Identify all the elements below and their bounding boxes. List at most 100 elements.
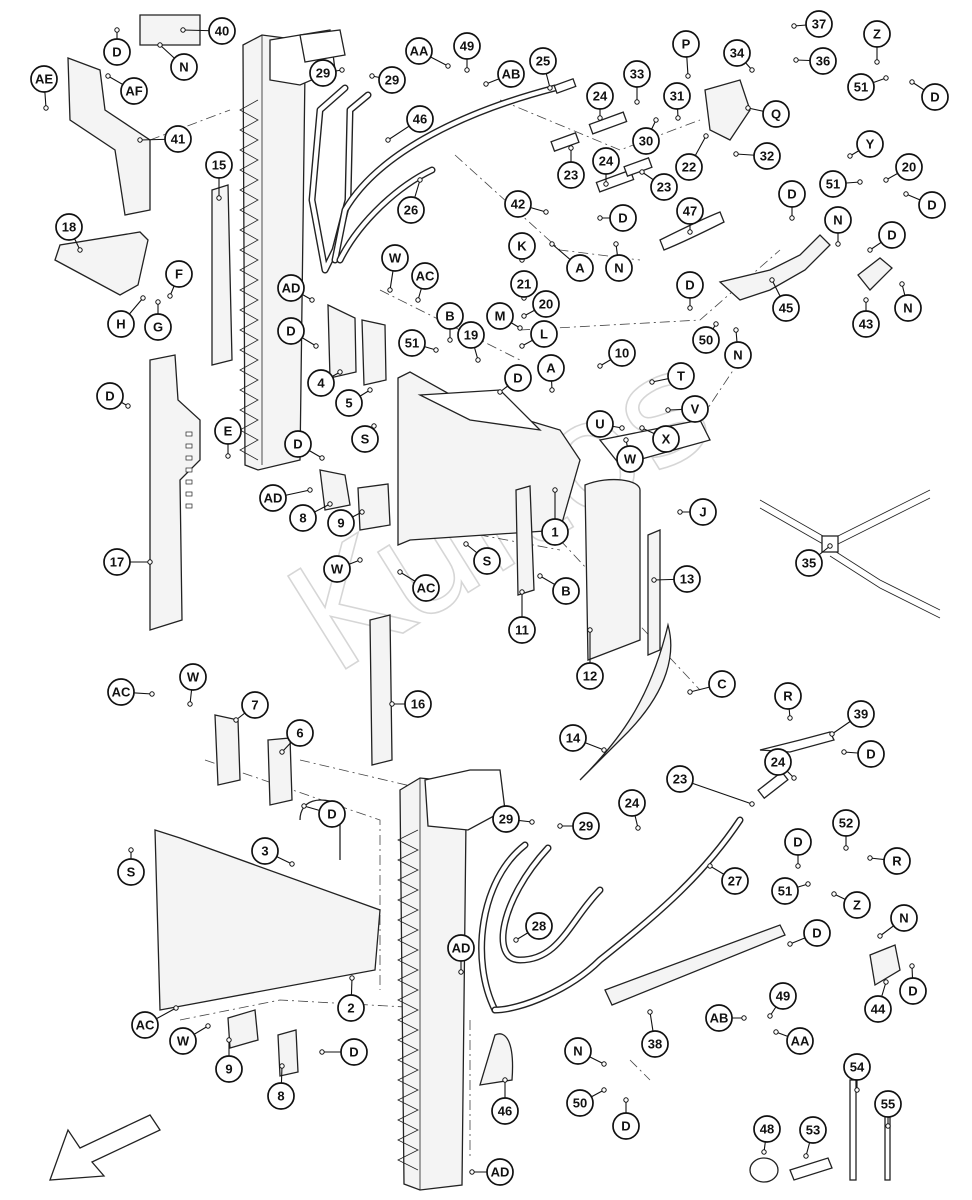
callout-circle [832, 809, 860, 837]
callout-n: N [724, 327, 752, 369]
callout-circle [208, 17, 236, 45]
callout-1: 1 [541, 487, 569, 546]
callout-label: 50 [573, 1096, 587, 1111]
callout-label: 47 [683, 204, 697, 219]
callout-circle [847, 73, 875, 101]
callout-target-point [867, 855, 873, 861]
callout-32: 32 [733, 142, 781, 170]
callout-circle [215, 1055, 243, 1083]
callout-circle [404, 690, 432, 718]
callout-circle [205, 151, 233, 179]
callout-target-point [517, 325, 523, 331]
callout-circle [510, 270, 538, 298]
callout-circle [566, 1089, 594, 1117]
callout-label: 41 [171, 132, 185, 147]
callout-circle [819, 170, 847, 198]
callout-circle [586, 410, 614, 438]
callout-label: R [783, 689, 793, 704]
callout-circle [559, 724, 587, 752]
callout-d: D [867, 221, 906, 253]
callout-circle [486, 1158, 514, 1186]
callout-target-point [149, 691, 155, 697]
callout-target-point [687, 229, 693, 235]
callout-circle [169, 1027, 197, 1055]
callout-circle [650, 173, 678, 201]
callout-circle [675, 153, 703, 181]
callout-target-point [137, 137, 143, 143]
callout-target-point [371, 423, 377, 429]
callout-label: 37 [812, 17, 826, 32]
callout-circle [641, 1030, 669, 1058]
callout-target-point [597, 215, 603, 221]
callout-d: D [301, 800, 346, 828]
callout-target-point [147, 559, 153, 565]
callout-target-point [787, 715, 793, 721]
callout-target-point [445, 63, 451, 69]
callout-t: T [649, 362, 695, 390]
callout-s: S [351, 423, 379, 453]
callout-label: D [349, 1045, 358, 1060]
callout-label: D [787, 187, 796, 202]
callout-z: Z [863, 20, 891, 65]
callout-label: AA [791, 1034, 810, 1049]
callout-circle [809, 47, 837, 75]
callout-target-point [552, 487, 558, 493]
callout-target-point [745, 105, 751, 111]
callout-circle [164, 125, 192, 153]
callout-label: 38 [648, 1037, 662, 1052]
callout-target-point [647, 1009, 653, 1015]
callout-label: AD [491, 1165, 510, 1180]
callout-circle [337, 994, 365, 1022]
callout-circle [894, 294, 922, 322]
callout-l: L [519, 320, 558, 349]
callout-e: E [214, 417, 242, 459]
callout-circle [667, 362, 695, 390]
callout-target-point [521, 313, 527, 319]
callout-target-point [795, 863, 801, 869]
callout-label: D [930, 90, 939, 105]
callout-circle [576, 662, 604, 690]
callout-label: W [331, 562, 344, 577]
callout-target-point [854, 1087, 860, 1093]
callout-af: AF [105, 73, 148, 105]
callout-20: 20 [883, 153, 923, 183]
callout-label: N [573, 1044, 582, 1059]
callout-circle [764, 748, 792, 776]
callout-3: 3 [251, 837, 295, 867]
callout-target-point [665, 407, 671, 413]
callout-target-point [128, 847, 134, 853]
callout-24: 24 [764, 748, 797, 781]
callout-target-point [387, 287, 393, 293]
callout-label: D [105, 389, 114, 404]
callout-circle [492, 805, 520, 833]
callout-label: 49 [460, 39, 474, 54]
callout-label: 29 [385, 73, 399, 88]
callout-23: 23 [557, 145, 585, 189]
callout-target-point [791, 23, 797, 29]
callout-target-point [513, 937, 519, 943]
callout-label: 29 [316, 66, 330, 81]
callout-25: 25 [529, 47, 557, 91]
callout-label: 15 [212, 158, 226, 173]
callout-label: N [733, 348, 742, 363]
callout-label: AF [125, 84, 142, 99]
callout-target-point [773, 1029, 779, 1035]
callout-target-point [639, 425, 645, 431]
callout-target-point [549, 387, 555, 393]
callout-circle [612, 1112, 640, 1140]
callout-label: N [903, 301, 912, 316]
callout-circle [616, 445, 644, 473]
callout-target-point [687, 305, 693, 311]
callout-label: D [685, 278, 694, 293]
callout-ac: AC [397, 569, 440, 602]
callout-target-point [803, 1153, 809, 1159]
callout-39: 39 [829, 700, 875, 737]
callout-label: W [624, 452, 637, 467]
callout-circle [323, 555, 351, 583]
callout-ae: AE [30, 65, 58, 111]
callout-circle [672, 30, 700, 58]
callout-label: D [293, 437, 302, 452]
upper-cutter-bar [239, 29, 346, 471]
callout-label: W [187, 670, 200, 685]
